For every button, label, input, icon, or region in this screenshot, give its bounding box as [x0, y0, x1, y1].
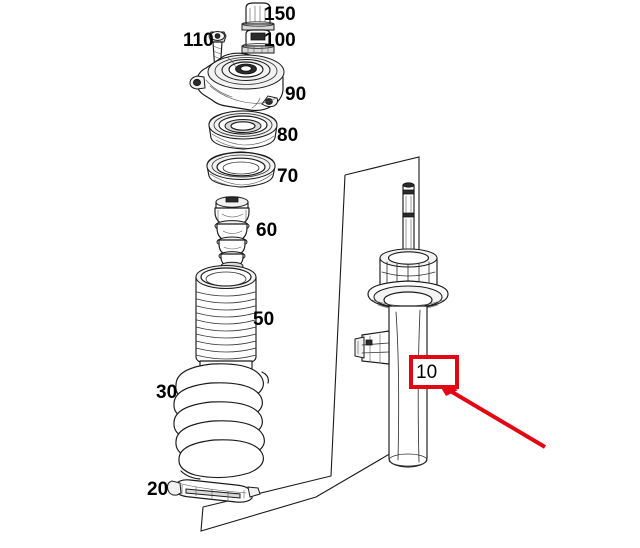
part-label-100: 100 [264, 30, 296, 51]
part-shock-absorber-strut-10 [354, 182, 449, 468]
part-label-90: 90 [285, 84, 306, 105]
part-label-60: 60 [256, 220, 277, 241]
part-upper-spring-seat-80 [208, 110, 278, 150]
part-dust-boot-50 [195, 265, 257, 379]
part-lower-spring-seat-20 [167, 479, 261, 503]
part-label-150: 150 [264, 4, 296, 25]
part-strut-mount-nut-100 [241, 29, 275, 54]
callout-10[interactable]: 10 [409, 355, 547, 449]
part-coil-spring-30 [173, 363, 269, 480]
part-protective-cap-150 [241, 2, 275, 31]
part-label-70: 70 [277, 166, 298, 187]
part-strut-mount-bearing-90 [189, 52, 285, 112]
callout-arrow-line [445, 387, 547, 449]
part-bump-stop-60 [214, 196, 250, 271]
part-spring-pad-upper-70 [206, 151, 276, 188]
part-number-labels: 150 100 110 90 80 70 60 50 30 20 [147, 4, 306, 500]
part-label-110: 110 [183, 30, 214, 51]
part-label-50: 50 [253, 309, 274, 330]
part-label-20: 20 [147, 479, 168, 500]
callout-box [409, 355, 459, 389]
part-label-80: 80 [277, 125, 298, 146]
part-label-30: 30 [156, 382, 177, 403]
callout-number-label: 10 [416, 362, 437, 383]
